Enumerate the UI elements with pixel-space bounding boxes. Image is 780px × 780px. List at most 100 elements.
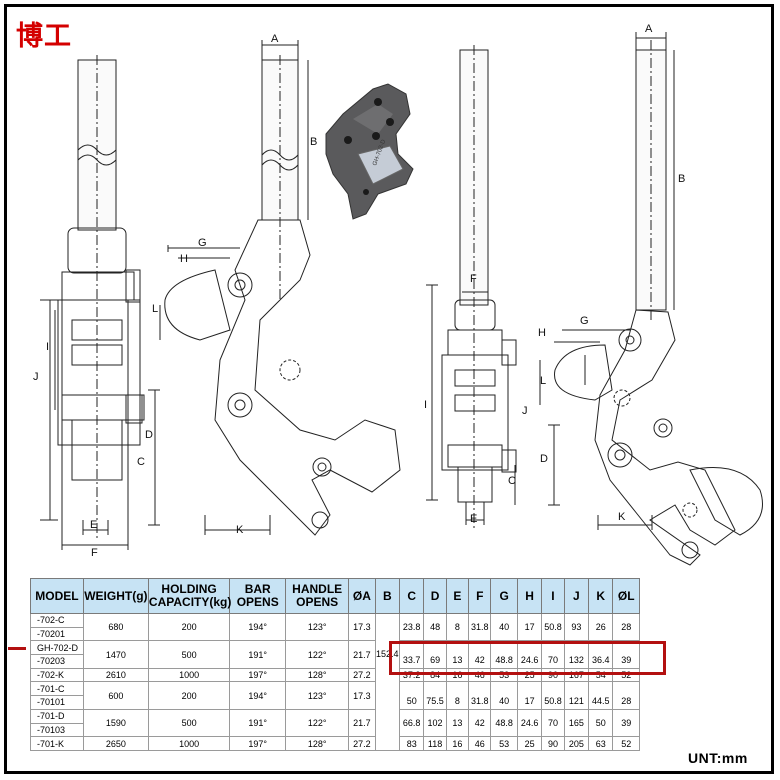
dim-label-l-left: L <box>152 303 158 315</box>
cell-bar: 191° <box>229 640 287 669</box>
cell-capacity: 200 <box>147 612 231 642</box>
cell-bar: 194° <box>229 681 287 710</box>
table-header-8: D <box>423 578 447 614</box>
dim-label-g-right: G <box>580 315 589 327</box>
cell-f: 42 <box>468 708 492 738</box>
model-cell: -70101 <box>30 695 84 710</box>
cell-k: 44.5 <box>588 681 614 710</box>
cell-e: 8 <box>445 612 470 642</box>
cell-j: 121 <box>563 681 590 710</box>
table-header-16: ØL <box>612 578 640 614</box>
cell-d: 118 <box>423 736 447 751</box>
cell-i: 70 <box>541 708 565 738</box>
model-cell: -70201 <box>30 626 84 642</box>
cell-e: 8 <box>445 681 470 710</box>
cell-f: 46 <box>468 736 492 751</box>
table-header-1: WEIGHT(g) <box>82 578 149 614</box>
dim-label-c-right: C <box>508 475 516 487</box>
technical-drawing: A B G H L I J D C E F K A B F G H L I J … <box>33 23 763 566</box>
cell-g: 48.8 <box>490 708 518 738</box>
dim-label-g-left: G <box>198 237 207 249</box>
cell-a: 21.7 <box>348 640 376 669</box>
table-header-14: J <box>563 578 590 614</box>
dim-label-d-right: D <box>540 453 548 465</box>
cell-weight: 2610 <box>82 667 149 683</box>
cell-h: 24.6 <box>516 708 543 738</box>
cell-e: 13 <box>445 708 470 738</box>
cell-a: 27.2 <box>348 736 376 751</box>
dim-label-a-right: A <box>645 23 653 35</box>
cell-l: 28 <box>612 612 640 642</box>
brand-logo-text: 博工 <box>16 21 72 52</box>
cell-d: 48 <box>423 612 447 642</box>
highlight-pointer <box>8 647 26 650</box>
table-header-0: MODEL <box>30 578 84 614</box>
highlight-box <box>389 641 666 675</box>
cell-k: 50 <box>588 708 614 738</box>
cell-d: 102 <box>423 708 447 738</box>
cell-g: 40 <box>490 681 518 710</box>
cell-k: 26 <box>588 612 614 642</box>
cell-weight: 1470 <box>82 640 149 669</box>
cell-weight: 680 <box>82 612 149 642</box>
cell-a: 27.2 <box>348 667 376 683</box>
dim-label-i-left: I <box>46 341 49 353</box>
cell-h: 17 <box>516 681 543 710</box>
cell-c: 50 <box>398 681 425 710</box>
cell-capacity: 1000 <box>147 667 231 683</box>
table-header-4: HANDLE OPENS <box>285 578 350 614</box>
product-photo: GH-702-D <box>325 83 414 220</box>
cell-e: 16 <box>445 736 470 751</box>
cell-l: 39 <box>612 640 640 669</box>
table-header-2: HOLDING CAPACITY(kg) <box>147 578 231 614</box>
cell-handle: 122° <box>285 708 350 738</box>
cell-a: 21.7 <box>348 708 376 738</box>
cell-i: 50.8 <box>541 681 565 710</box>
cell-handle: 123° <box>285 681 350 710</box>
cell-l: 39 <box>612 708 640 738</box>
model-cell: -70203 <box>30 654 84 669</box>
table-header-7: C <box>398 578 425 614</box>
cell-b-merged: 152.4 <box>374 585 401 723</box>
model-cell: -701-D <box>30 708 84 724</box>
cell-h: 17 <box>516 612 543 642</box>
dim-label-j-left: J <box>33 371 39 383</box>
dim-label-b-right: B <box>678 173 685 185</box>
cell-bar: 197° <box>229 667 287 683</box>
cell-l: 28 <box>612 681 640 710</box>
table-header-3: BAR OPENS <box>229 578 287 614</box>
cell-capacity: 500 <box>147 708 231 738</box>
cell-a: 17.3 <box>348 681 376 710</box>
cell-i: 70 <box>541 640 565 669</box>
dim-label-k-left: K <box>236 524 244 536</box>
cell-h: 25 <box>516 736 543 751</box>
cell-bar: 197° <box>229 736 287 751</box>
dim-label-h-right: H <box>538 327 546 339</box>
table-header-9: E <box>445 578 470 614</box>
cell-handle: 128° <box>285 667 350 683</box>
dim-label-b-left: B <box>310 136 317 148</box>
cell-capacity: 1000 <box>147 736 231 751</box>
dim-label-a-left: A <box>271 33 279 45</box>
model-cell: -702-K <box>30 667 84 683</box>
cell-weight: 600 <box>82 681 149 710</box>
dim-label-h-left: H <box>180 253 188 265</box>
cell-i: 90 <box>541 667 565 683</box>
table-header-13: I <box>541 578 565 614</box>
cell-handle: 128° <box>285 736 350 751</box>
table-header-11: G <box>490 578 518 614</box>
dim-label-k-right: K <box>618 511 626 523</box>
cell-capacity: 500 <box>147 640 231 669</box>
right-side-view <box>539 32 763 566</box>
cell-a: 17.3 <box>348 612 376 642</box>
model-cell: -701-C <box>30 681 84 697</box>
dim-label-c-left: C <box>137 456 145 468</box>
dim-label-l-right: L <box>540 375 546 387</box>
model-cell: -701-K <box>30 736 84 751</box>
model-cell: GH-702-D <box>30 640 84 656</box>
